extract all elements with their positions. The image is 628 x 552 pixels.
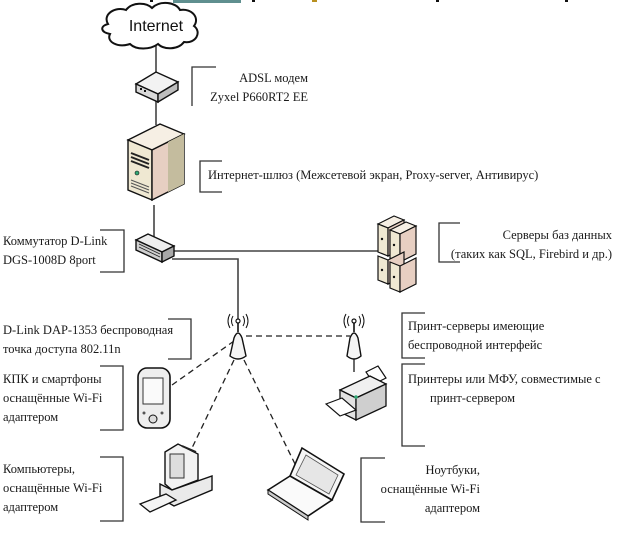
bracket-ap xyxy=(168,318,192,360)
wlink-ap-pda xyxy=(171,340,235,386)
cloud-shape xyxy=(101,2,199,50)
db-servers-label: Серверы баз данных (таких как SQL, Fireb… xyxy=(440,226,612,264)
top-strip-mark xyxy=(312,0,317,2)
laptops-label-line1: Ноутбуки, xyxy=(425,463,480,477)
top-strip-mark xyxy=(252,0,255,2)
internet-cloud: Internet xyxy=(101,2,199,50)
modem-label-line2: Zyxel P660RT2 EE xyxy=(210,90,308,104)
print-server-icon xyxy=(343,313,365,360)
cloud-label: Internet xyxy=(129,18,184,35)
db-servers-label-line2: (таких как SQL, Firebird и др.) xyxy=(450,247,612,261)
modem-label: ADSL модем Zyxel P660RT2 EE xyxy=(196,69,308,107)
top-strip-mark xyxy=(436,0,439,2)
printer-icon xyxy=(324,365,388,422)
db-servers-icon xyxy=(376,215,418,293)
printers-label-line2: принт-сервером xyxy=(430,391,515,405)
printers-label: Принтеры или МФУ, совместимые с принт-се… xyxy=(408,370,601,408)
wlink-ap-laptop xyxy=(243,359,297,467)
modem-label-line1: ADSL модем xyxy=(239,71,308,85)
bracket-computers xyxy=(100,456,124,522)
access-point-label: D-Link DAP-1353 беспроводная точка досту… xyxy=(3,321,173,359)
switch-label-line2: DGS-1008D 8port xyxy=(3,253,96,267)
db-servers-label-line1: Серверы баз данных xyxy=(502,228,612,242)
bracket-printserver xyxy=(401,312,425,359)
gateway-label-text: Интернет-шлюз (Межсетевой экран, Proxy-s… xyxy=(208,168,539,182)
laptop-icon xyxy=(266,446,346,521)
computers-label-line3: адаптером xyxy=(3,500,59,514)
top-strip-accent xyxy=(173,0,241,3)
adsl-modem-icon xyxy=(134,71,180,104)
label-brackets xyxy=(100,66,460,523)
bracket-printers xyxy=(401,363,425,447)
laptops-label: Ноутбуки, оснащённые Wi-Fi адаптером xyxy=(366,461,480,518)
laptops-label-line3: адаптером xyxy=(424,501,480,515)
switch-label: Коммутатор D-Link DGS-1008D 8port xyxy=(3,232,107,270)
wlink-ap-computer xyxy=(191,359,235,449)
gateway-label: Интернет-шлюз (Межсетевой экран, Proxy-s… xyxy=(208,166,538,185)
computers-label: Компьютеры, оснащённые Wi-Fi адаптером xyxy=(3,460,102,517)
pda-label-line2: оснащённые Wi-Fi xyxy=(3,391,103,405)
link-switch-ap xyxy=(172,258,239,322)
computers-label-line2: оснащённые Wi-Fi xyxy=(3,481,103,495)
pda-label: КПК и смартфоны оснащённые Wi-Fi адаптер… xyxy=(3,370,102,427)
bracket-modem xyxy=(191,66,216,106)
top-strip-mark xyxy=(565,0,568,2)
laptops-label-line2: оснащённые Wi-Fi xyxy=(380,482,480,496)
switch-label-line1: Коммутатор D-Link xyxy=(3,234,108,248)
wired-links xyxy=(153,44,380,372)
pda-label-line1: КПК и смартфоны xyxy=(3,372,102,386)
access-point-icon xyxy=(227,313,249,360)
access-point-label-line2: точка доступа 802.11n xyxy=(3,342,121,356)
printers-label-line1: Принтеры или МФУ, совместимые с xyxy=(408,372,601,386)
bracket-pda xyxy=(100,365,124,431)
switch-icon xyxy=(134,233,176,264)
gateway-server-icon xyxy=(126,123,186,202)
pda-icon xyxy=(137,367,171,429)
top-strip-mark xyxy=(150,0,153,2)
access-point-label-line1: D-Link DAP-1353 беспроводная xyxy=(3,323,174,337)
computers-label-line1: Компьютеры, xyxy=(3,462,75,476)
bracket-laptops xyxy=(360,457,385,523)
bracket-db xyxy=(438,222,460,263)
wireless-links xyxy=(171,335,350,467)
pda-label-line3: адаптером xyxy=(3,410,59,424)
print-servers-label-line2: беспроводной интерфейс xyxy=(408,338,543,352)
bracket-switch xyxy=(100,229,125,273)
bracket-gateway xyxy=(199,160,222,193)
print-servers-label-line1: Принт-серверы имеющие xyxy=(408,319,545,333)
print-servers-label: Принт-серверы имеющие беспроводной интер… xyxy=(408,317,544,355)
desktop-computer-icon xyxy=(138,443,213,513)
